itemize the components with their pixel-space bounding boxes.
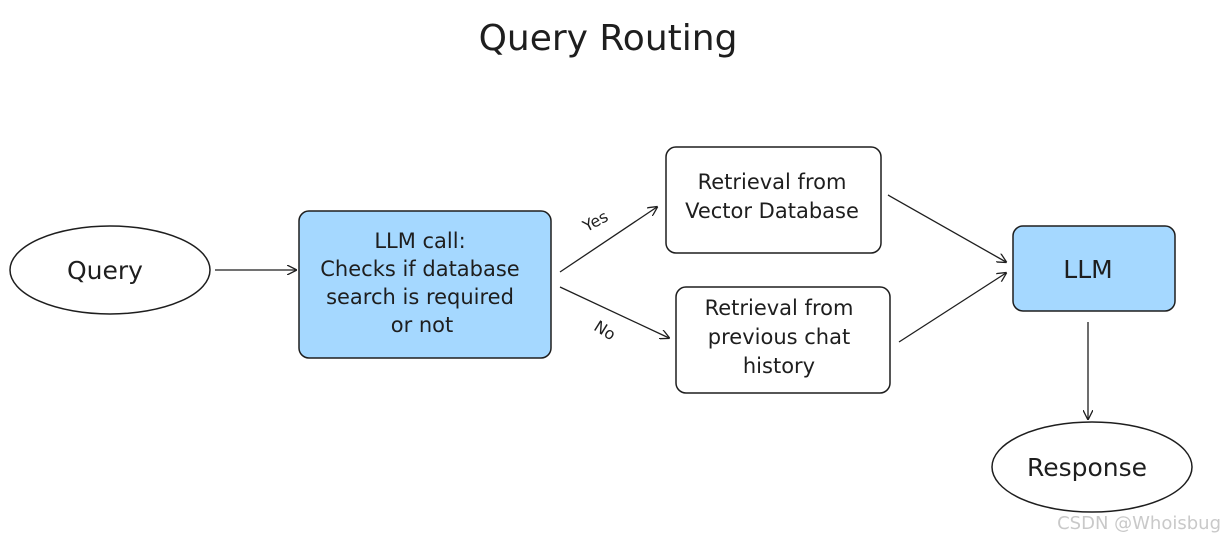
query-node-label: Query [67,256,143,285]
diagram-title: Query Routing [479,18,738,59]
retrieval-chat-line-2: previous chat [708,325,850,349]
llm-call-line-3: search is required [326,285,514,309]
edge-yes-to-retrieval-vector [559,207,657,273]
llm-node-label: LLM [1063,255,1112,284]
edge-chat-to-llm [898,273,1006,343]
retrieval-vector-node: Retrieval from Vector Database [665,146,882,254]
edge-no-to-retrieval-chat [559,286,669,338]
query-node: Query [9,225,211,315]
retrieval-chat-node: Retrieval from previous chat history [675,286,891,394]
watermark: CSDN @Whoisbug [1057,513,1221,534]
retrieval-chat-line-3: history [743,354,815,378]
llm-call-line-4: or not [391,313,454,337]
retrieval-chat-line-1: Retrieval from [705,296,854,320]
llm-node: LLM [1012,225,1176,312]
llm-call-line-1: LLM call: [374,229,465,253]
response-node: Response [991,421,1193,513]
edge-label-yes: Yes [579,207,612,236]
edge-vector-to-llm [887,194,1006,262]
retrieval-vector-line-2: Vector Database [685,199,859,223]
retrieval-vector-line-1: Retrieval from [698,170,847,194]
llm-call-line-2: Checks if database [320,257,519,281]
edge-label-no: No [591,317,620,345]
response-node-label: Response [1027,453,1147,482]
llm-call-node: LLM call: Checks if database search is r… [298,210,552,359]
